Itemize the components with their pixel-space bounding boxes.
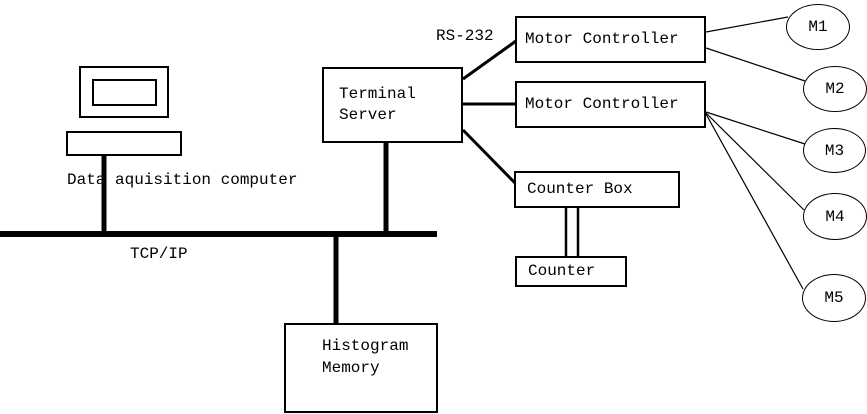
terminal-server-label: Terminal Server <box>339 85 416 124</box>
screen-icon <box>92 79 157 106</box>
motor-m3-label: M3 <box>824 141 845 160</box>
motor-m1-label: M1 <box>808 18 828 36</box>
motor-controller-1-node: Motor Controller <box>515 16 706 63</box>
motor-m4-node: M4 <box>803 193 867 240</box>
counter-node: Counter <box>515 256 627 287</box>
tcp-ip-bus-label: TCP/IP <box>130 245 188 263</box>
rs-232-label: RS-232 <box>436 27 494 45</box>
motor1-to-m1-line <box>705 16 789 33</box>
data-acquisition-computer-label: Data aquisition computer <box>67 171 298 189</box>
motor-m5-label: M5 <box>824 289 844 307</box>
counter-label: Counter <box>528 262 596 280</box>
histogram-memory-node: Histogram Memory <box>284 323 438 413</box>
motor-controller-1-label: Motor Controller <box>525 30 679 48</box>
motor2-to-m4-line <box>705 112 805 211</box>
counter-box-node: Counter Box <box>514 171 680 208</box>
counter-box-label: Counter Box <box>527 180 633 198</box>
motor-m2-label: M2 <box>825 80 845 98</box>
terminal-server-node: Terminal Server <box>322 67 463 143</box>
motor-m1-node: M1 <box>786 4 850 50</box>
terminal-to-counterbox-line <box>461 128 518 186</box>
motor-m4-label: M4 <box>825 207 845 226</box>
motor-m5-node: M5 <box>802 274 866 322</box>
motor-controller-2-node: Motor Controller <box>515 81 706 128</box>
keyboard-icon <box>66 131 182 156</box>
motor1-to-m2-line <box>705 47 806 82</box>
terminal-to-motor1-line <box>462 39 517 81</box>
histogram-memory-label: Histogram Memory <box>322 337 409 377</box>
motor-controller-2-label: Motor Controller <box>525 95 679 113</box>
motor2-to-m5-line <box>705 113 804 290</box>
motor-m2-node: M2 <box>803 66 867 112</box>
motor-m3-node: M3 <box>803 128 866 173</box>
motor2-to-m3-line <box>705 111 806 145</box>
